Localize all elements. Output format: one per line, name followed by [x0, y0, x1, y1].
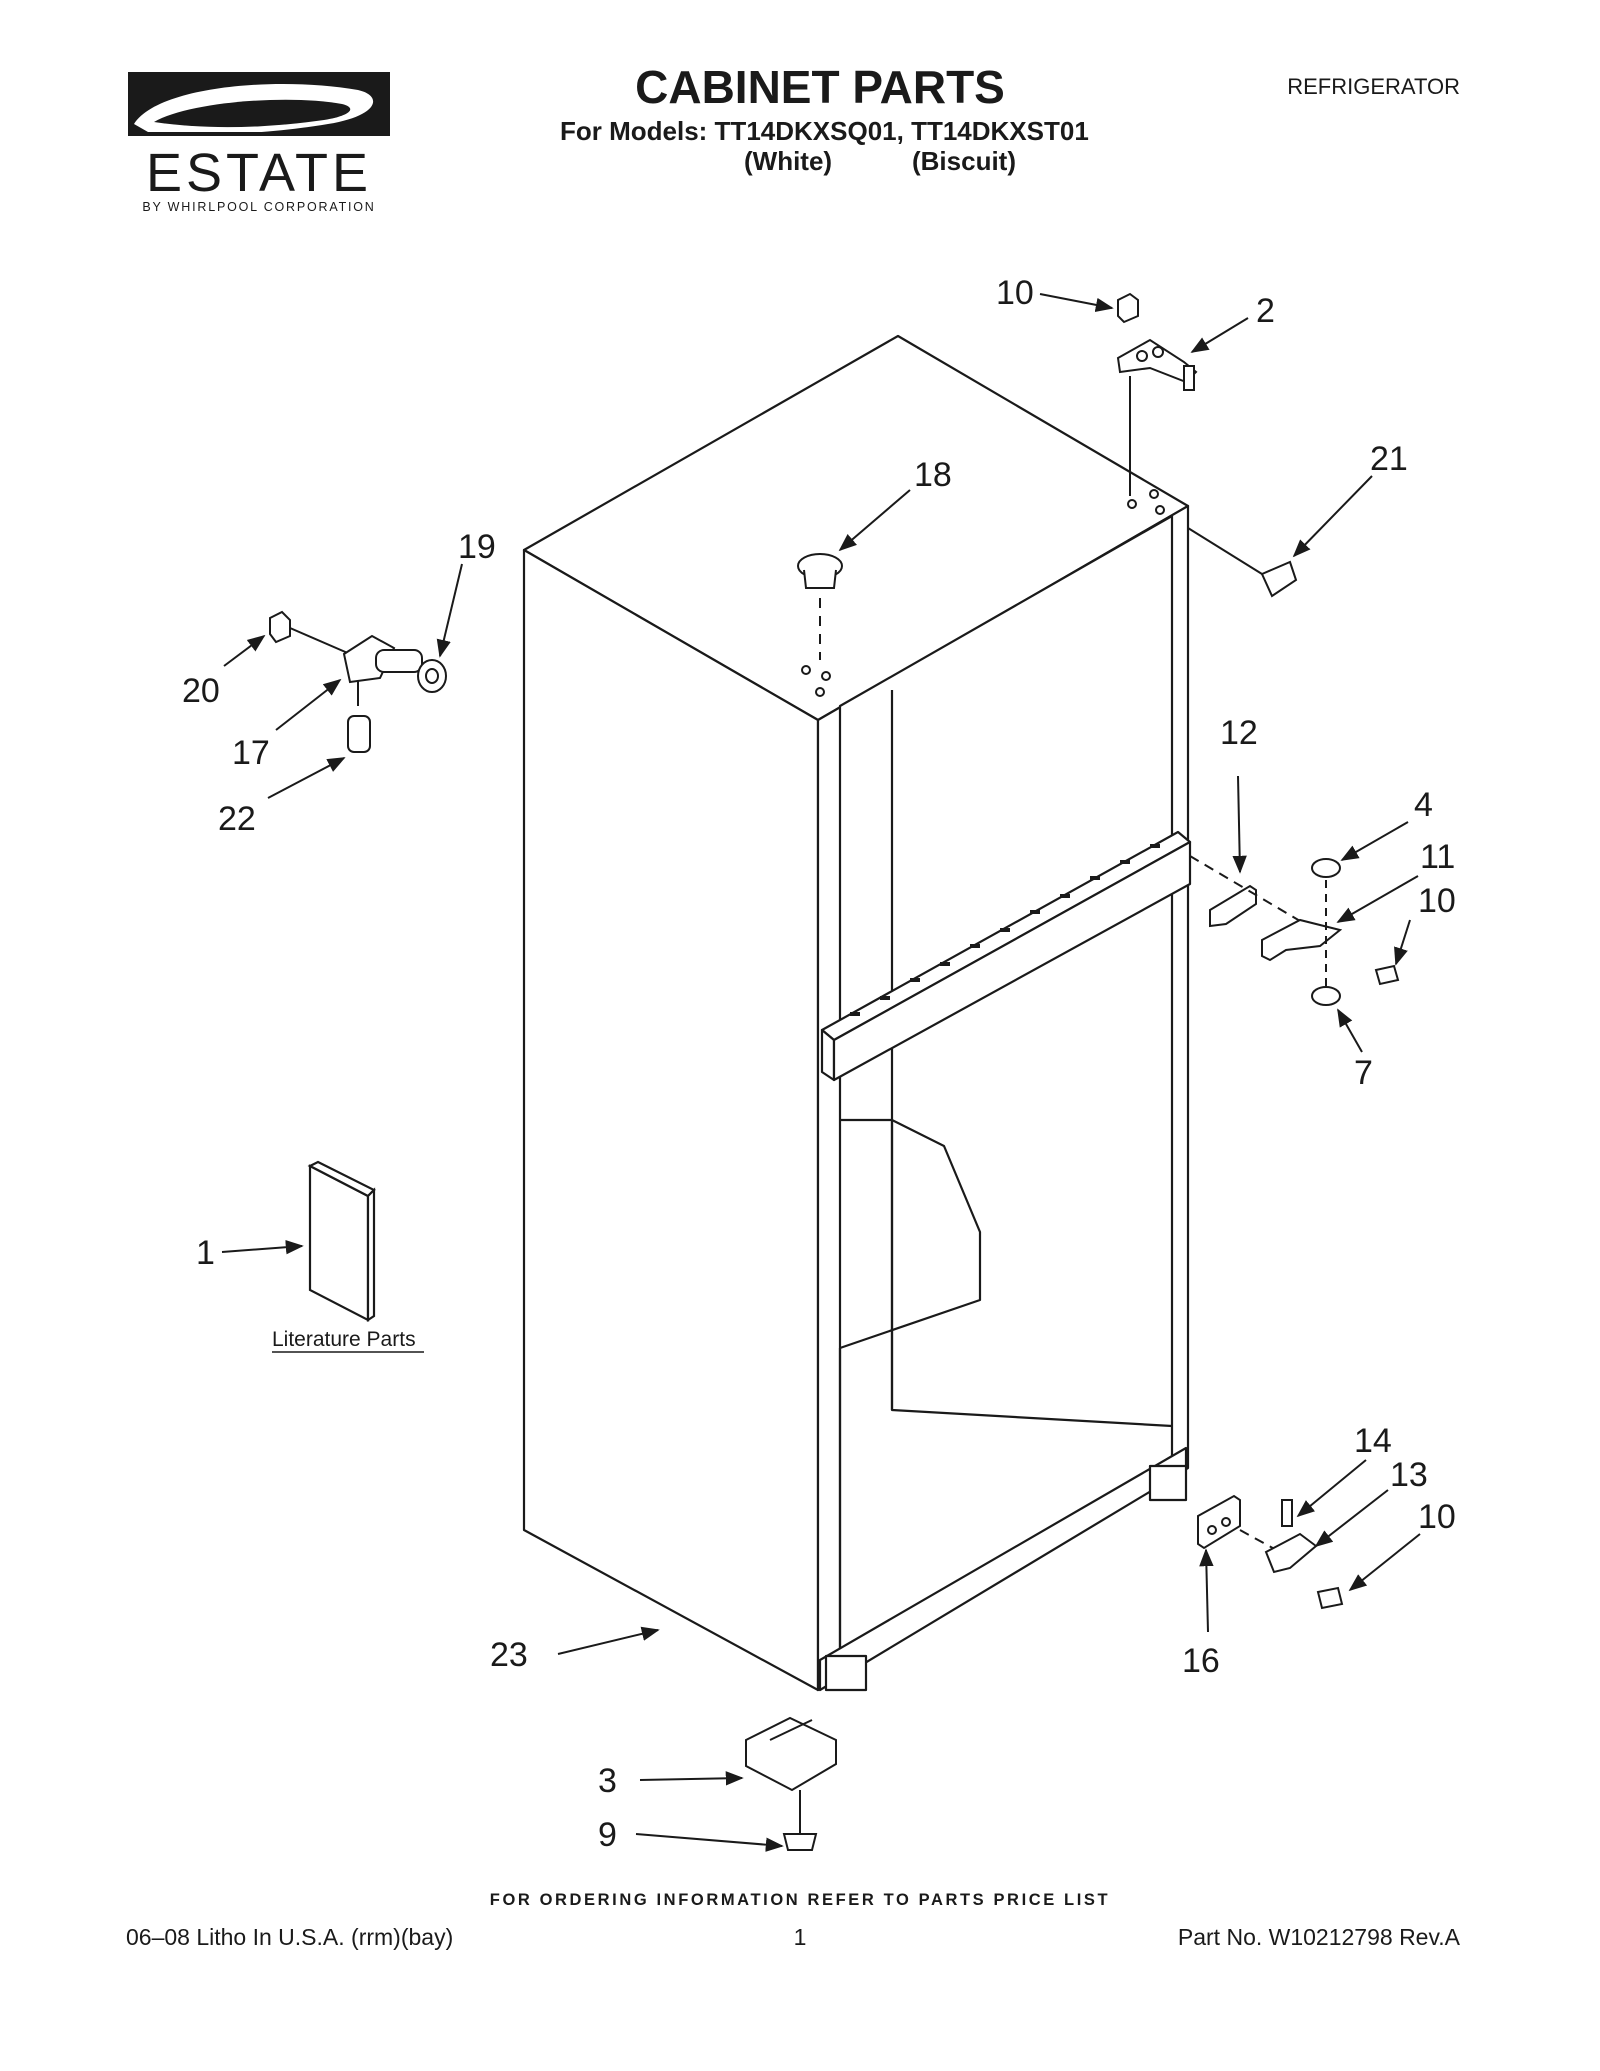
ordering-note: FOR ORDERING INFORMATION REFER TO PARTS …	[489, 1891, 1111, 1909]
callout-3: 3	[598, 1762, 617, 1800]
callout-10-top: 10	[996, 274, 1034, 312]
callout-14: 14	[1354, 1422, 1392, 1460]
rail-slots	[850, 844, 1160, 1016]
callout-7: 7	[1354, 1054, 1373, 1092]
top-holes	[801, 489, 1165, 697]
callout-22: 22	[218, 800, 256, 838]
plug-part-18	[797, 553, 843, 660]
brand-subtitle: BY WHIRLPOOL CORPORATION	[142, 200, 376, 214]
cabinet-shell	[522, 334, 1192, 1692]
bumper-part-21	[1187, 527, 1298, 598]
models-line: For Models: TT14DKXSQ01, TT14DKXST01	[560, 116, 1089, 146]
model-color-white: (White)	[744, 146, 833, 176]
print-info: 06–08 Litho In U.S.A. (rrm)(bay)	[126, 1924, 454, 1950]
callout-10-middle: 10	[1418, 882, 1456, 920]
callout-9: 9	[598, 1816, 617, 1854]
bottom-hinge-parts	[1197, 1494, 1344, 1610]
callout-11: 11	[1420, 838, 1455, 876]
product-category: REFRIGERATOR	[1287, 74, 1460, 99]
callout-13: 13	[1390, 1456, 1428, 1494]
callout-labels: 10 2 21 18 19 20 17 22 12 4 11 10 7 1 14…	[182, 274, 1456, 1854]
center-hinge-parts	[1189, 855, 1400, 1006]
left-hinge-parts	[269, 610, 447, 753]
page-number: 1	[793, 1924, 807, 1950]
brand-wordmark: ESTATE	[145, 143, 373, 203]
callout-4: 4	[1414, 786, 1433, 824]
estate-logo	[128, 72, 390, 142]
callout-10-bottom: 10	[1418, 1498, 1456, 1536]
roller-and-leveler	[745, 1716, 837, 1851]
callout-16: 16	[1182, 1642, 1220, 1680]
callout-20: 20	[182, 672, 220, 710]
part-number: Part No. W10212798 Rev.A	[1177, 1924, 1460, 1950]
callout-18: 18	[914, 456, 952, 494]
callout-17: 17	[232, 734, 270, 772]
top-hinge-part-2	[1116, 292, 1198, 496]
page-title: CABINET PARTS	[635, 61, 1005, 113]
callout-1: 1	[196, 1234, 215, 1272]
callout-19: 19	[458, 528, 496, 566]
callout-12: 12	[1220, 714, 1258, 752]
literature-pack	[307, 1160, 376, 1323]
literature-parts-label: Literature Parts	[272, 1328, 416, 1351]
callout-2: 2	[1256, 292, 1275, 330]
callout-23: 23	[490, 1636, 528, 1674]
callout-21: 21	[1370, 440, 1408, 478]
model-color-biscuit: (Biscuit)	[912, 146, 1016, 176]
